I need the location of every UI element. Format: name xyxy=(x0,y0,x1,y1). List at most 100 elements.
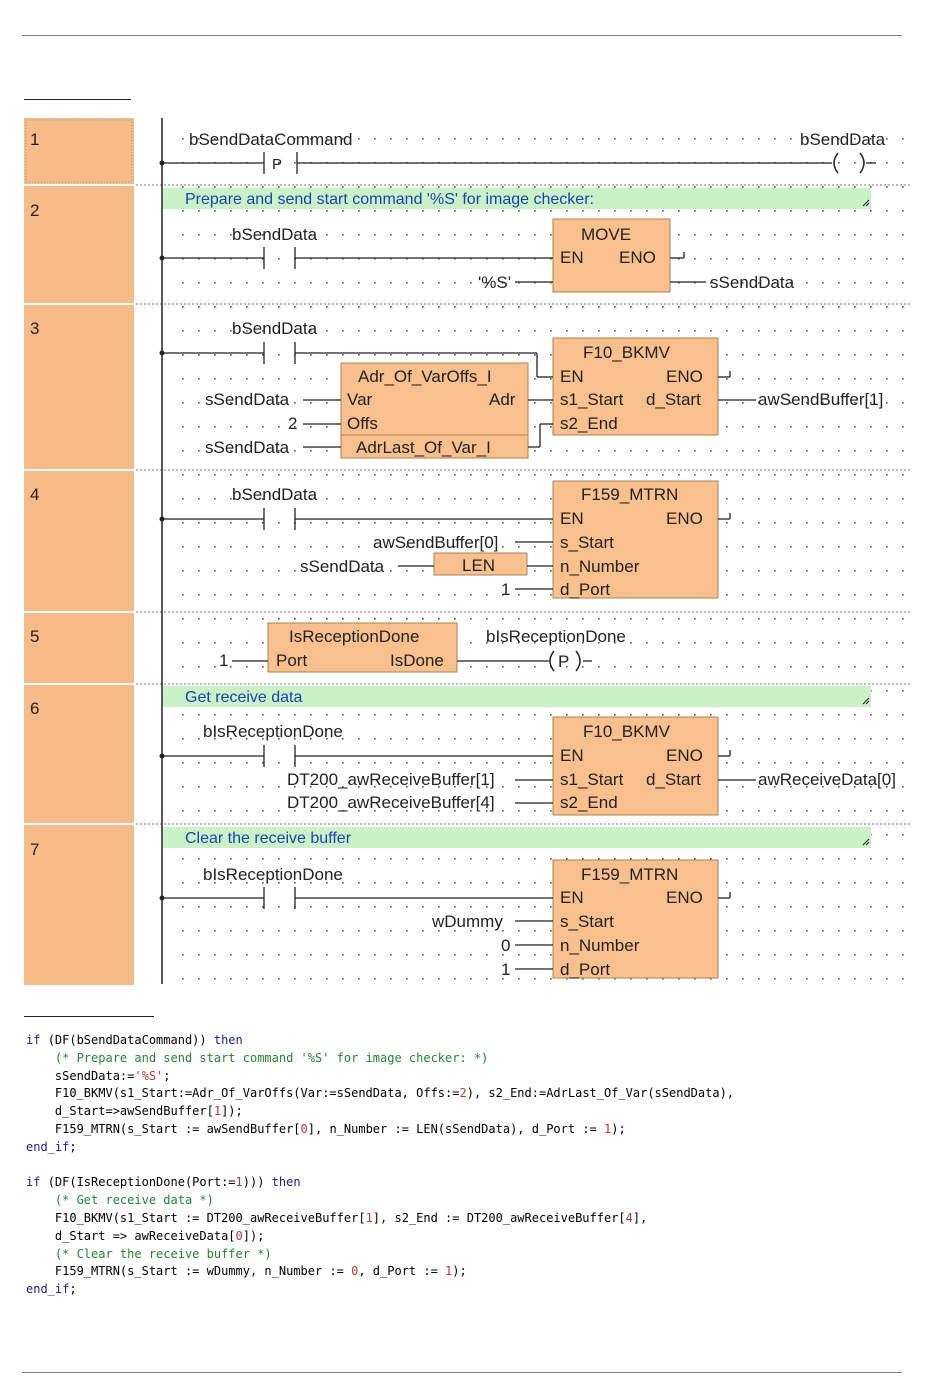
code-token: ); xyxy=(452,1264,467,1279)
code-token: 1 xyxy=(235,1175,243,1190)
ladder-wires xyxy=(162,152,876,970)
code-token: d_Start => awReceiveData[ xyxy=(26,1228,236,1243)
rung-number-2: 2 xyxy=(30,201,39,220)
bottom-rule xyxy=(22,1372,902,1373)
r3-adr-block-name: Adr_Of_VarOffs_I xyxy=(358,367,492,386)
r4-block-name: F159_MTRN xyxy=(581,485,678,504)
code-token: if xyxy=(26,1175,48,1190)
code-token: end_if xyxy=(26,1139,70,1154)
code-line: if (DF(IsReceptionDone(Port:=1))) then xyxy=(26,1174,734,1192)
code-token: (* Get receive data *) xyxy=(54,1193,214,1208)
r5-coil-var: bIsReceptionDone xyxy=(486,627,626,646)
r5-block-name: IsReceptionDone xyxy=(289,627,419,646)
r4-eno: ENO xyxy=(666,509,703,528)
r4-s-start: s_Start xyxy=(560,533,614,552)
section-rule-code xyxy=(24,1016,154,1017)
code-line xyxy=(26,1157,734,1175)
comment-resize-icons xyxy=(862,199,870,846)
rung-7-comment: Clear the receive buffer xyxy=(185,830,352,847)
code-token: 0 xyxy=(300,1121,308,1136)
r2-input: '%S' xyxy=(478,273,511,292)
r7-contact-var: bIsReceptionDone xyxy=(203,865,343,884)
r5-isdone: IsDone xyxy=(390,651,444,670)
code-token: ; xyxy=(163,1068,171,1083)
code-token: 1 xyxy=(445,1264,453,1279)
coil-r5-right xyxy=(575,650,581,672)
code-token: 4 xyxy=(625,1210,633,1225)
r7-in-2: 0 xyxy=(501,936,510,955)
r1-coil-var: bSendData xyxy=(800,130,886,149)
r1-contact-p: P xyxy=(272,156,282,173)
r3-adrlast: AdrLast_Of_Var_I xyxy=(356,438,491,457)
code-token xyxy=(26,1193,55,1207)
r3-block-name: F10_BKMV xyxy=(583,343,671,362)
r4-contact-var: bSendData xyxy=(232,485,318,504)
f10-bkmv-block-r3 xyxy=(552,337,719,436)
f159-mtrn-block-r4 xyxy=(552,480,719,599)
code-token: (* Prepare and send start command '%S' f… xyxy=(54,1050,489,1065)
r6-in-1: DT200_awReceiveBuffer[1] xyxy=(287,770,495,789)
code-token: end_if xyxy=(26,1282,70,1297)
r4-len: LEN xyxy=(462,556,495,575)
r4-in-3: 1 xyxy=(501,580,510,599)
r6-d-start: d_Start xyxy=(646,770,701,789)
r7-n-number: n_Number xyxy=(560,936,640,955)
f10-bkmv-block-r6 xyxy=(552,716,719,816)
len-block xyxy=(433,552,528,576)
code-line: F10_BKMV(s1_Start := DT200_awReceiveBuff… xyxy=(26,1210,734,1228)
r6-en: EN xyxy=(560,746,584,765)
coils xyxy=(549,152,865,672)
r4-in-1: awSendBuffer[0] xyxy=(373,533,498,552)
code-token: F10_BKMV(s1_Start := DT200_awReceiveBuff… xyxy=(26,1210,366,1225)
code-token: ]); xyxy=(242,1228,265,1243)
rung-number-3: 3 xyxy=(30,319,39,338)
r6-s2-end: s2_End xyxy=(560,793,618,812)
rung-separators xyxy=(136,184,910,825)
coil-r1-right xyxy=(859,152,865,174)
r3-adr: Adr xyxy=(489,390,516,409)
is-reception-done-block xyxy=(267,622,458,673)
r3-offs: Offs xyxy=(347,414,378,433)
dot-grid xyxy=(170,118,910,984)
r3-output: awSendBuffer[1] xyxy=(758,390,883,409)
r4-d-port: d_Port xyxy=(560,580,610,599)
code-line: (* Get receive data *) xyxy=(26,1192,734,1210)
r6-eno: ENO xyxy=(666,746,703,765)
r7-en: EN xyxy=(560,888,584,907)
code-line: F159_MTRN(s_Start := wDummy, n_Number :=… xyxy=(26,1263,734,1281)
code-token: 0 xyxy=(351,1264,359,1279)
r7-in-1: wDummy xyxy=(431,912,503,931)
ladder-diagram: 1 2 3 4 5 6 7 Prepare and send start com… xyxy=(24,118,910,985)
code-line: end_if; xyxy=(26,1139,734,1157)
r5-in: 1 xyxy=(219,651,228,670)
r2-contact-var: bSendData xyxy=(232,225,318,244)
r4-en: EN xyxy=(560,509,584,528)
r4-in-2: sSendData xyxy=(300,557,385,576)
code-line: (* Prepare and send start command '%S' f… xyxy=(26,1050,734,1068)
code-line: end_if; xyxy=(26,1281,734,1299)
code-token: ]); xyxy=(221,1104,243,1119)
comment-bars xyxy=(163,188,871,848)
code-token: (DF(IsReceptionDone(Port:= xyxy=(47,1175,236,1190)
r3-s2-end: s2_End xyxy=(560,414,618,433)
r3-in-2: 2 xyxy=(288,414,297,433)
code-token xyxy=(26,1247,55,1261)
code-token: ], xyxy=(632,1210,648,1225)
adr-of-varoffs-block xyxy=(340,362,529,459)
code-token: ; xyxy=(69,1282,77,1297)
rung-number-7: 7 xyxy=(30,840,39,859)
r7-eno: ENO xyxy=(666,888,703,907)
coil-r5-left xyxy=(549,650,555,672)
rung-number-4: 4 xyxy=(30,485,39,504)
code-token: (* Clear the receive buffer *) xyxy=(54,1246,272,1261)
r7-d-port: d_Port xyxy=(560,960,610,979)
code-line: sSendData:='%S'; xyxy=(26,1068,734,1086)
code-token: (DF(bSendDataCommand)) xyxy=(47,1033,214,1047)
code-token: 1 xyxy=(604,1121,612,1136)
code-line: F10_BKMV(s1_Start:=Adr_Of_VarOffs(Var:=s… xyxy=(26,1085,734,1103)
r6-block-name: F10_BKMV xyxy=(583,722,671,741)
top-rule xyxy=(22,35,902,36)
code-token: ], s2_End := DT200_awReceiveBuffer[ xyxy=(372,1210,626,1225)
function-blocks xyxy=(267,218,719,979)
code-line: if (DF(bSendDataCommand)) then xyxy=(26,1032,734,1050)
